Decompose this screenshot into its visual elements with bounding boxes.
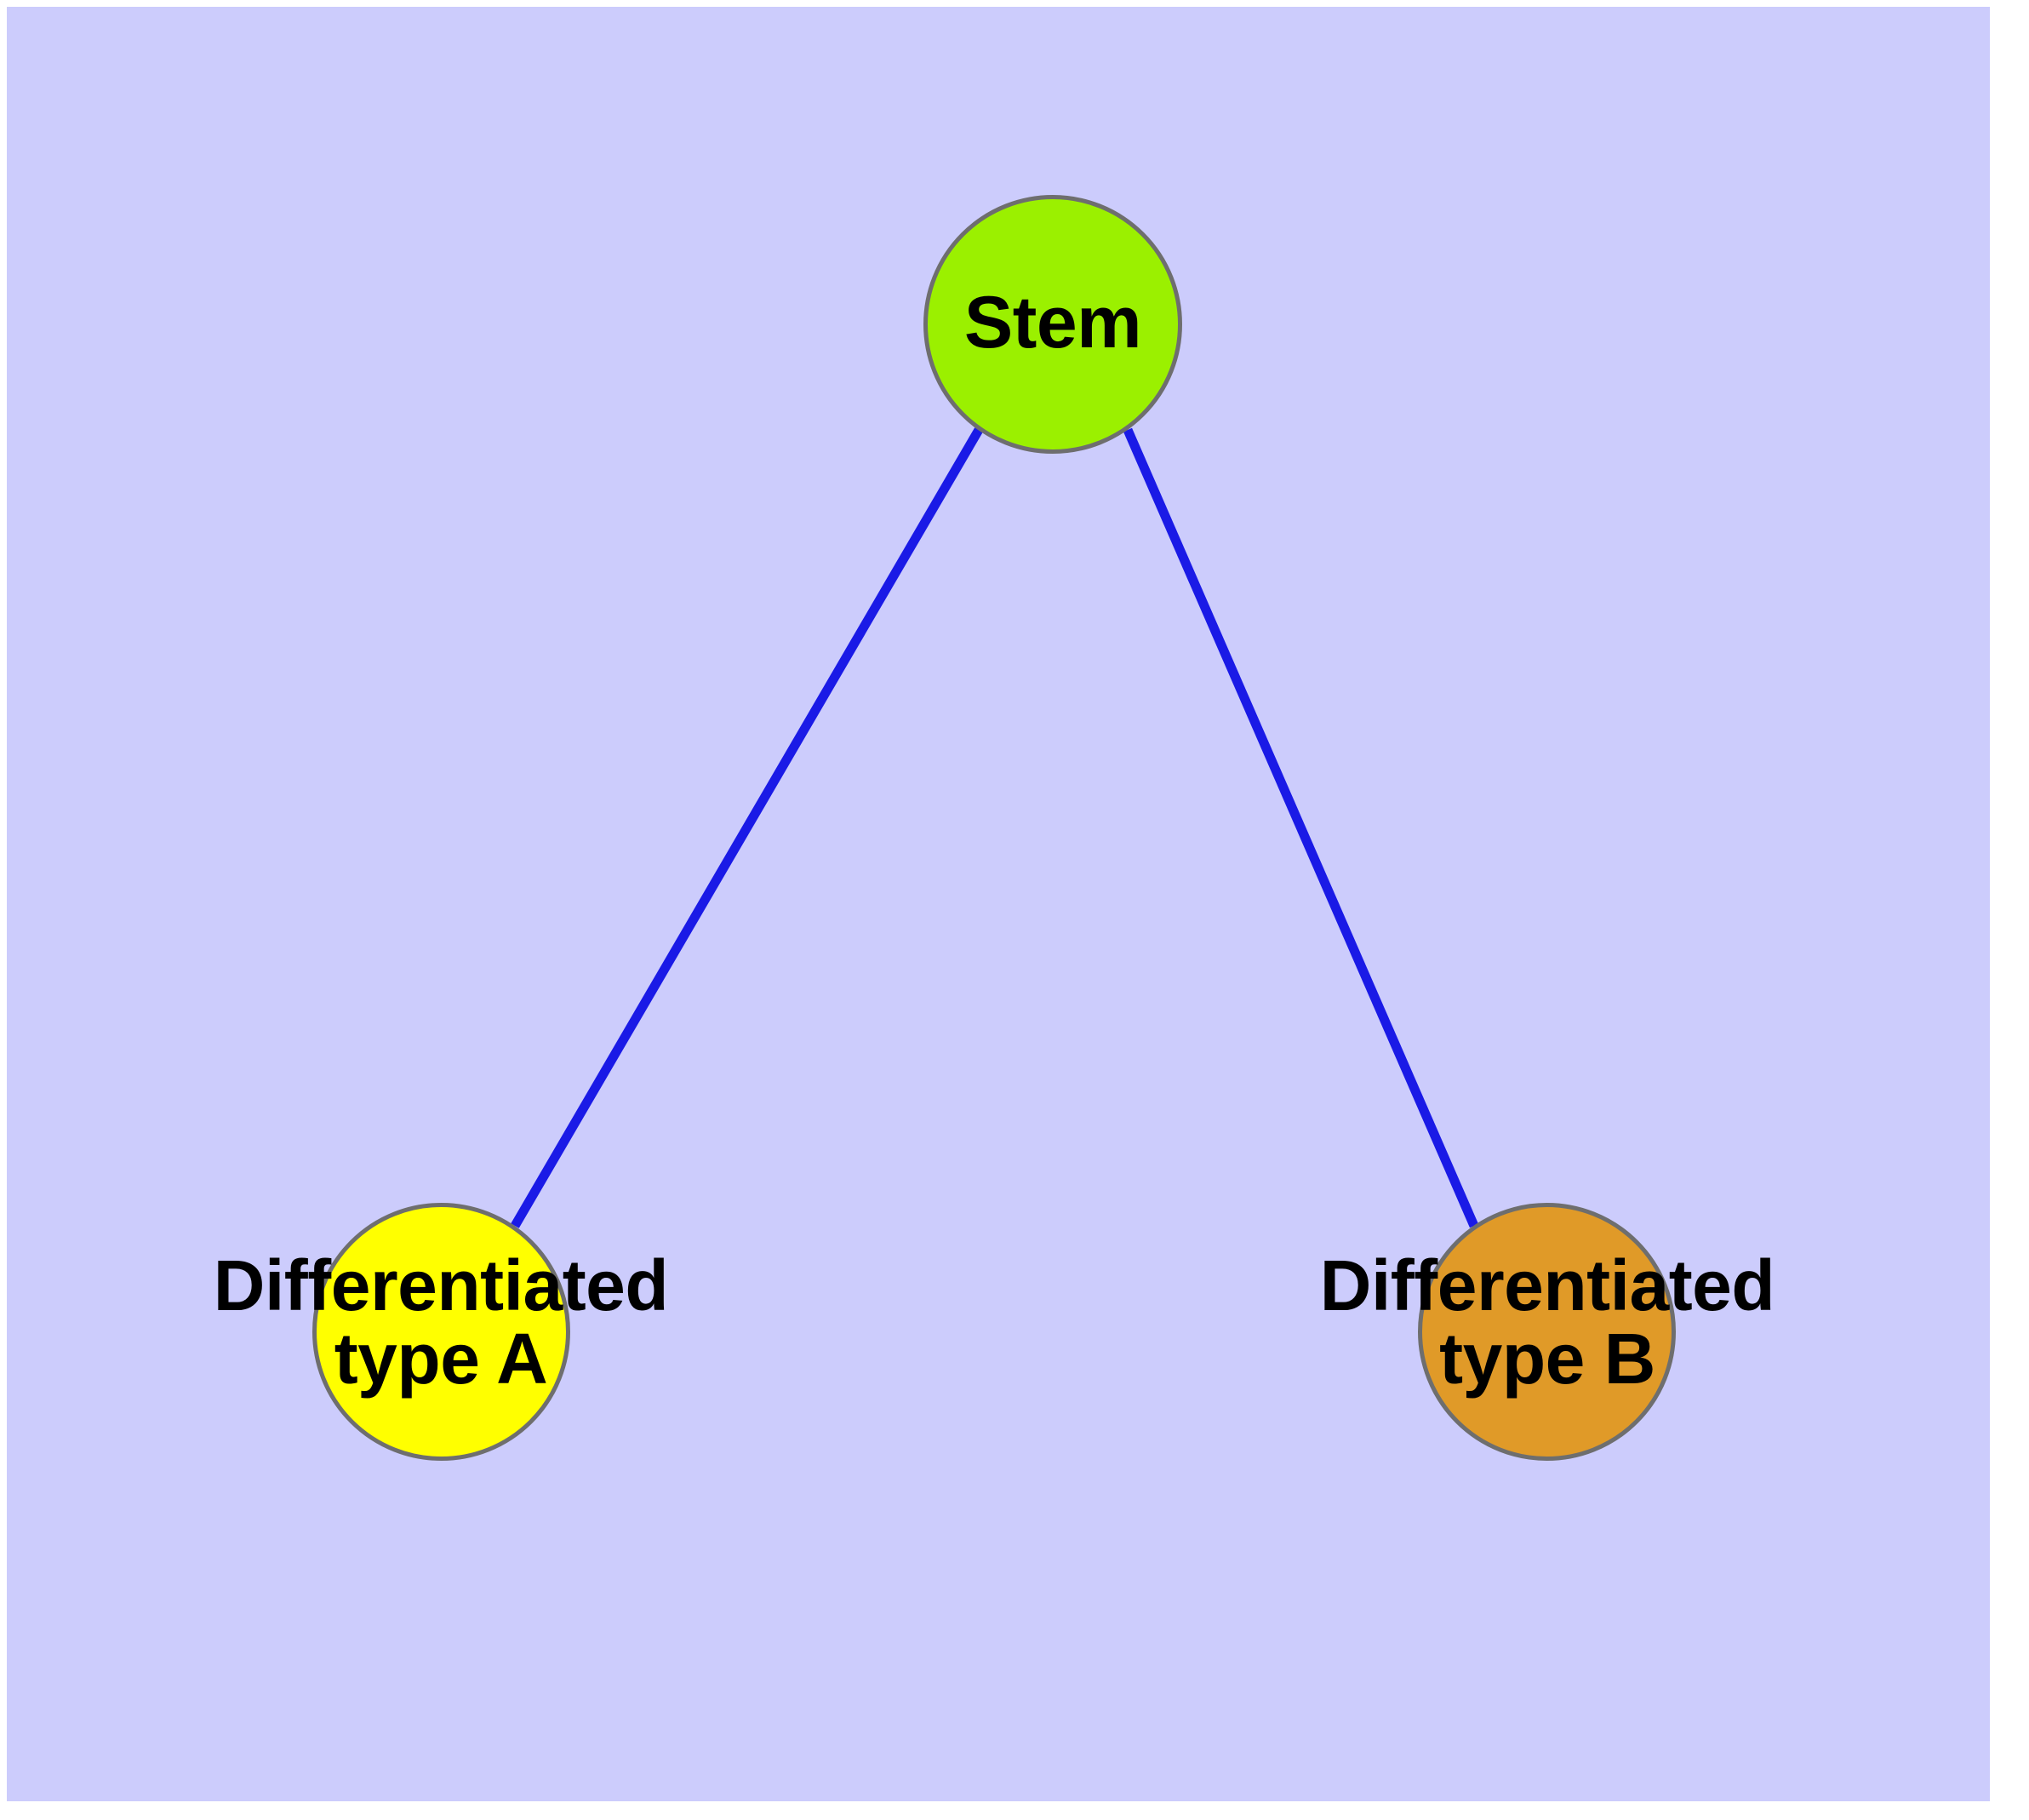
node-stem[interactable] [923,195,1182,454]
node-differentiated-type-b[interactable] [1418,1203,1676,1461]
node-differentiated-type-a[interactable] [312,1203,570,1461]
